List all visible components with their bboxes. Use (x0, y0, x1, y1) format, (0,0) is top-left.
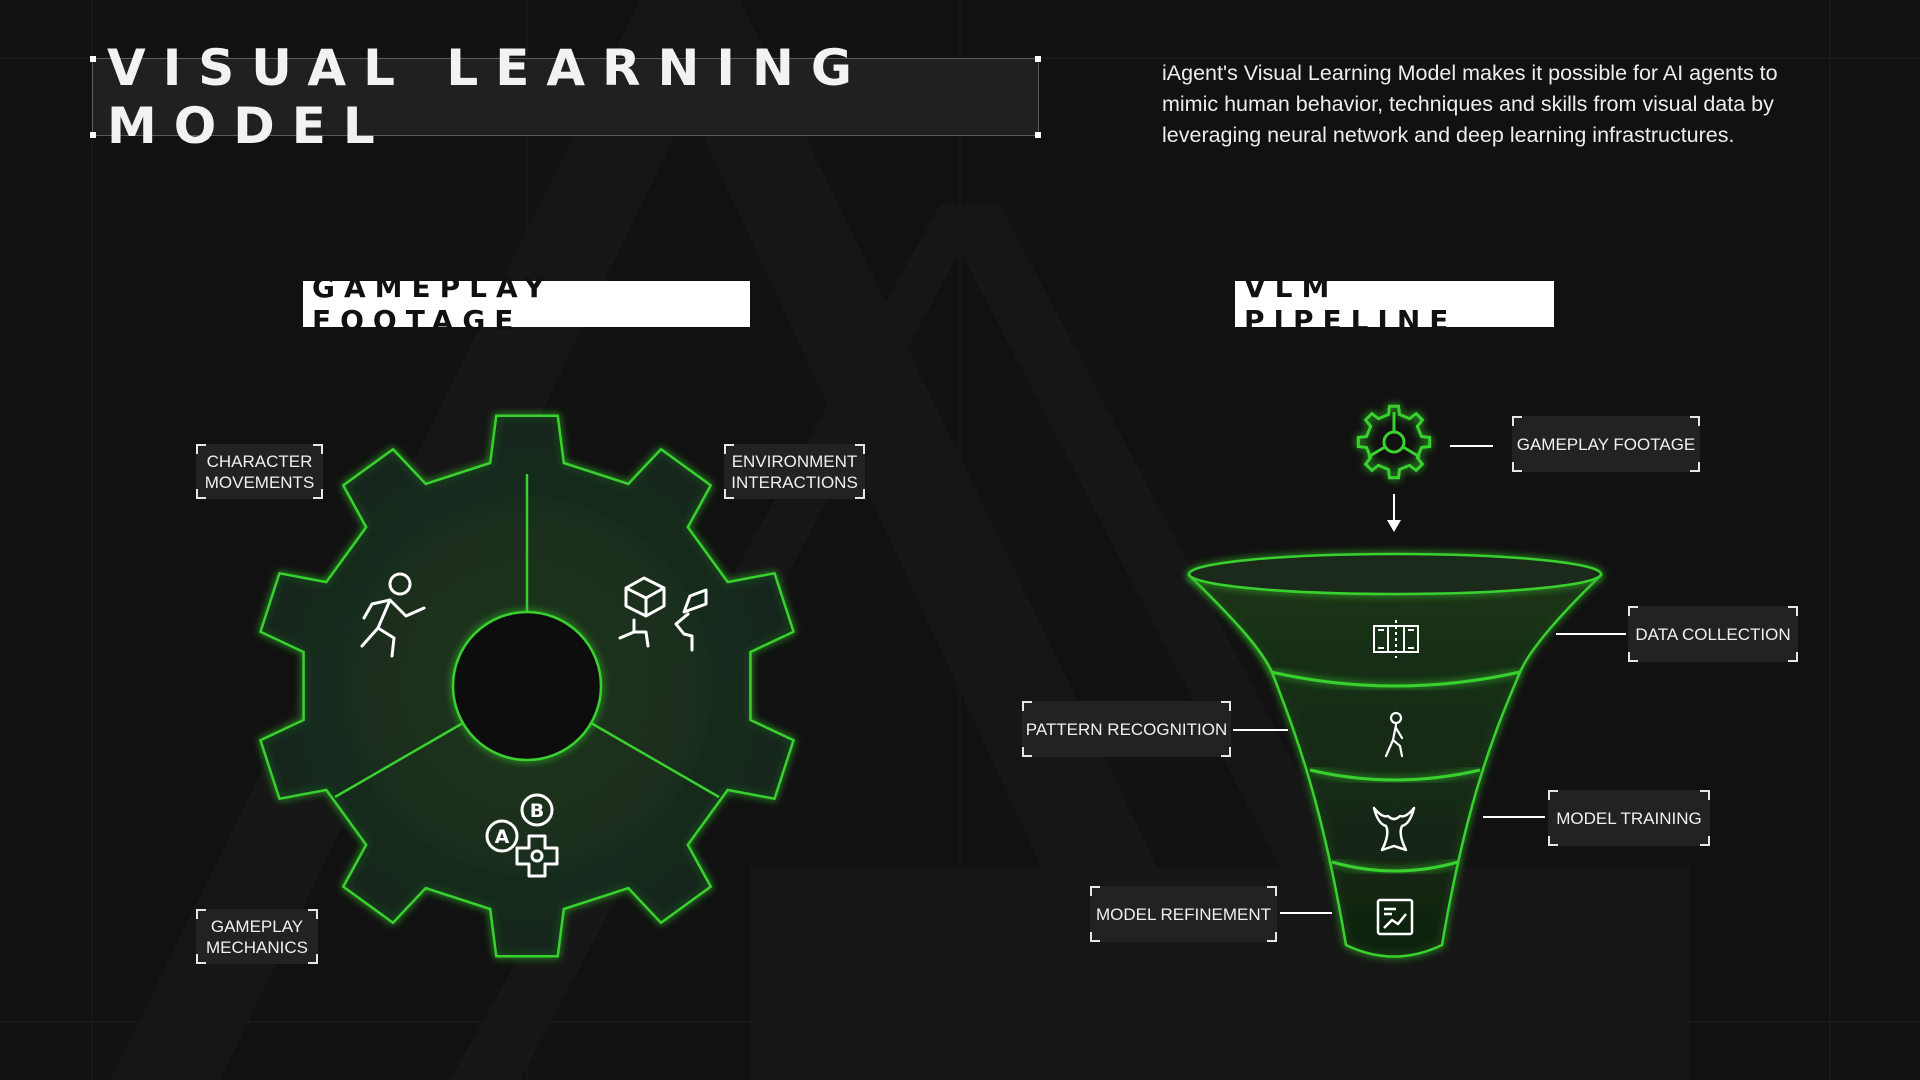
svg-text:A: A (495, 826, 510, 848)
label-text: GAMEPLAY MECHANICS (205, 916, 308, 957)
svg-text:B: B (530, 800, 544, 822)
flexing-body-icon (1372, 806, 1416, 852)
funnel-band (1270, 670, 1521, 688)
running-person-icon (360, 572, 426, 658)
label-text: DATA COLLECTION (1635, 624, 1791, 644)
label-text: CHARACTER MOVEMENTS (204, 451, 315, 492)
funnel-band (1331, 860, 1459, 873)
label-text: PATTERN RECOGNITION (1025, 719, 1228, 739)
label-data-collection: DATA COLLECTION (1628, 606, 1798, 662)
walking-figure-icon (1384, 711, 1404, 758)
label-gameplay-footage-input: GAMEPLAY FOOTAGE (1512, 416, 1700, 472)
box-climbing-icon (618, 576, 708, 652)
label-text: MODEL TRAINING (1556, 808, 1702, 828)
corner-dot (90, 132, 96, 138)
gear-divider (590, 721, 720, 799)
label-gameplay-mechanics: GAMEPLAY MECHANICS (196, 909, 318, 964)
corner-dot (1035, 132, 1041, 138)
label-environment-interactions: ENVIRONMENT INTERACTIONS (724, 444, 865, 499)
funnel-band (1309, 768, 1481, 782)
gamepad-buttons-icon: A B (485, 793, 559, 878)
funnel-diagram (1186, 552, 1604, 958)
corner-dot (1035, 56, 1041, 62)
label-model-refinement: MODEL REFINEMENT (1090, 886, 1277, 942)
down-arrow-icon (1387, 494, 1401, 532)
label-text: GAMEPLAY FOOTAGE (1516, 434, 1696, 454)
page-description: iAgent's Visual Learning Model makes it … (1162, 61, 1778, 147)
label-character-movements: CHARACTER MOVEMENTS (196, 444, 323, 499)
label-text: MODEL REFINEMENT (1095, 904, 1272, 924)
gear-icon (1356, 404, 1432, 480)
funnel-rim (1187, 552, 1603, 596)
label-text: ENVIRONMENT INTERACTIONS (731, 451, 858, 492)
chart-board-icon (1376, 898, 1414, 936)
gear-diagram (258, 414, 796, 958)
film-strip-icon (1373, 620, 1419, 658)
gear-divider (334, 721, 464, 799)
label-model-training: MODEL TRAINING (1548, 790, 1710, 846)
gear-hub (451, 610, 603, 762)
corner-dot (90, 56, 96, 62)
vlm-pipeline-title: VLM PIPELINE (1235, 271, 1554, 337)
label-pattern-recognition: PATTERN RECOGNITION (1022, 701, 1231, 757)
